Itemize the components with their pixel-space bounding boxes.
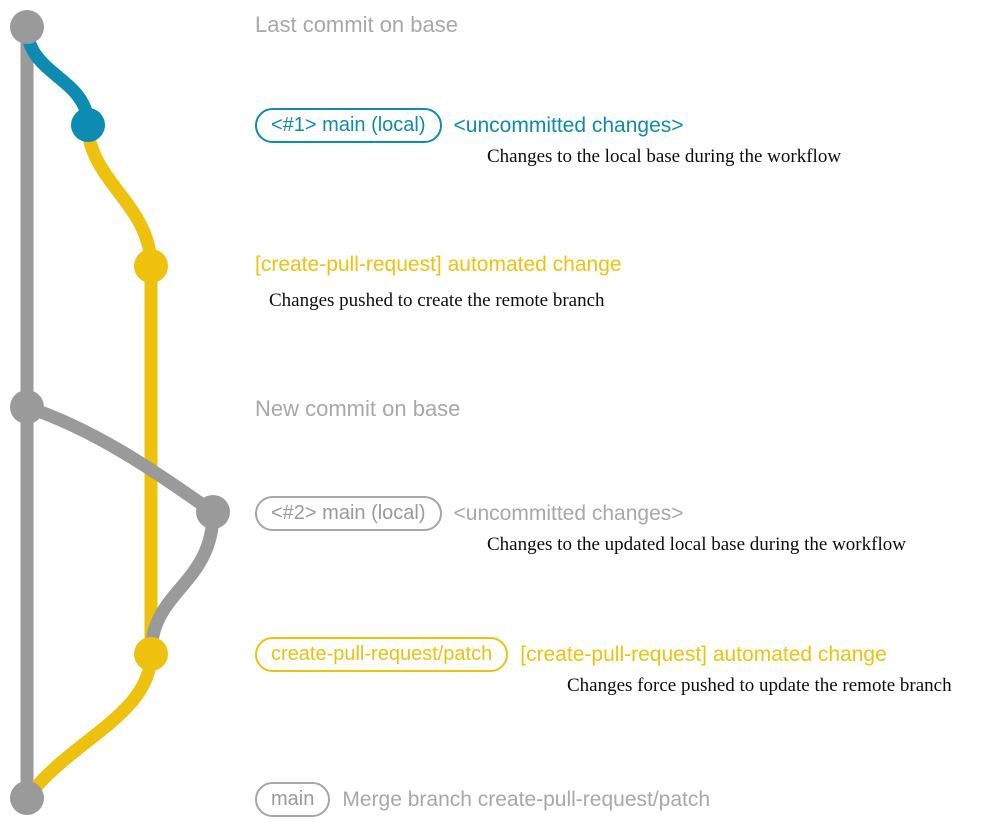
ref-badge-main-local-2[interactable]: <#2> main (local) — [255, 496, 442, 531]
commit-note-remote-1: Changes pushed to create the remote bran… — [269, 290, 605, 311]
ref-badge-main-local-1[interactable]: <#1> main (local) — [255, 108, 442, 143]
commit-subject-remote-1: [create-pull-request] automated change — [255, 253, 622, 276]
edge-basenew-to-local2 — [20, 400, 220, 519]
commit-subject-local-2: <uncommitted changes> — [453, 502, 684, 525]
commit-note-local-1: Changes to the local base during the wor… — [487, 146, 842, 167]
commit-row-local-commit-2: <#2> main (local) <uncommitted changes> — [255, 496, 684, 531]
commit-row-remote-commit-2: create-pull-request/patch [create-pull-r… — [255, 637, 887, 672]
commit-nodes — [10, 10, 230, 815]
commit-node-base-merge — [10, 781, 44, 815]
commit-node-local-2 — [196, 495, 230, 529]
edge-local2-to-remote2 — [144, 505, 220, 661]
commit-row-remote-commit-1: [create-pull-request] automated change — [255, 254, 622, 275]
edge-local1-to-remote1 — [81, 118, 158, 273]
commit-node-local-1 — [71, 108, 105, 142]
commit-node-remote-2 — [134, 637, 168, 671]
commit-node-base-new — [10, 390, 44, 424]
commit-row-local-commit-1: <#1> main (local) <uncommitted changes> — [255, 108, 684, 143]
commit-note-local-2: Changes to the updated local base during… — [487, 534, 906, 555]
commit-note-remote-2: Changes force pushed to update the remot… — [567, 675, 952, 696]
commit-subject-local-1: <uncommitted changes> — [453, 114, 684, 137]
commit-node-remote-1 — [134, 249, 168, 283]
edge-remote2-to-merge — [20, 647, 158, 805]
commit-node-base-last — [10, 10, 44, 44]
commit-label-last-commit-on-base: Last commit on base — [255, 12, 458, 37]
edge-base-to-local1 — [20, 20, 95, 132]
ref-badge-create-pull-request-patch[interactable]: create-pull-request/patch — [255, 637, 509, 672]
commit-subject-remote-2: [create-pull-request] automated change — [520, 643, 887, 666]
ref-badge-main[interactable]: main — [255, 782, 331, 817]
commit-label-new-commit-on-base: New commit on base — [255, 396, 461, 421]
commit-row-merge-commit: main Merge branch create-pull-request/pa… — [255, 782, 710, 817]
commit-subject-merge: Merge branch create-pull-request/patch — [342, 788, 711, 811]
